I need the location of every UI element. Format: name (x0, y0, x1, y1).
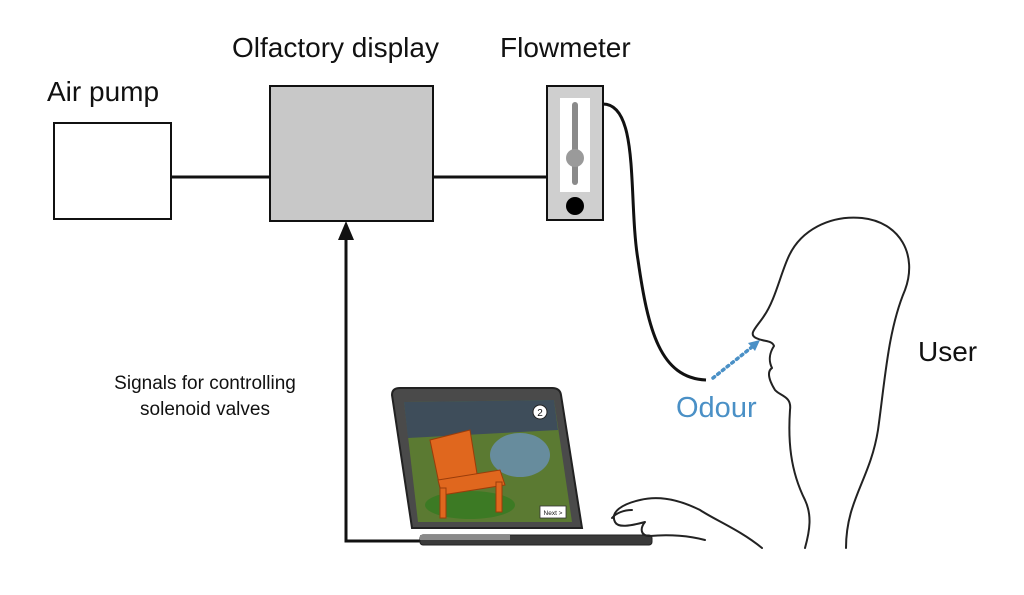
signals-line1: Signals for controlling (114, 373, 296, 394)
screen-badge-text: 2 (537, 408, 543, 419)
odour-arrow (711, 340, 760, 380)
signal-line (344, 236, 424, 543)
screen-next-text: Next > (544, 510, 563, 517)
screen-next-button (539, 505, 567, 519)
screen-badge (532, 404, 548, 420)
air-pump-label: Air pump (47, 76, 160, 107)
signals-label: Signals for controlling solenoid valves (90, 371, 320, 423)
user-silhouette (611, 216, 911, 549)
user-label: User (918, 336, 978, 367)
olfactory-display-label: Olfactory display (232, 32, 439, 63)
flowmeter-label: Flowmeter (500, 32, 631, 63)
air-tube (602, 102, 707, 382)
signal-arrowhead (338, 221, 354, 240)
laptop: 2 Next > (390, 387, 653, 546)
olfactory-display-box (269, 85, 434, 222)
signals-line2: solenoid valves (140, 399, 270, 420)
orange-chair (429, 429, 506, 519)
flowmeter-device (546, 85, 604, 221)
air-pump-box (53, 122, 172, 220)
odour-label: Odour (676, 392, 757, 424)
